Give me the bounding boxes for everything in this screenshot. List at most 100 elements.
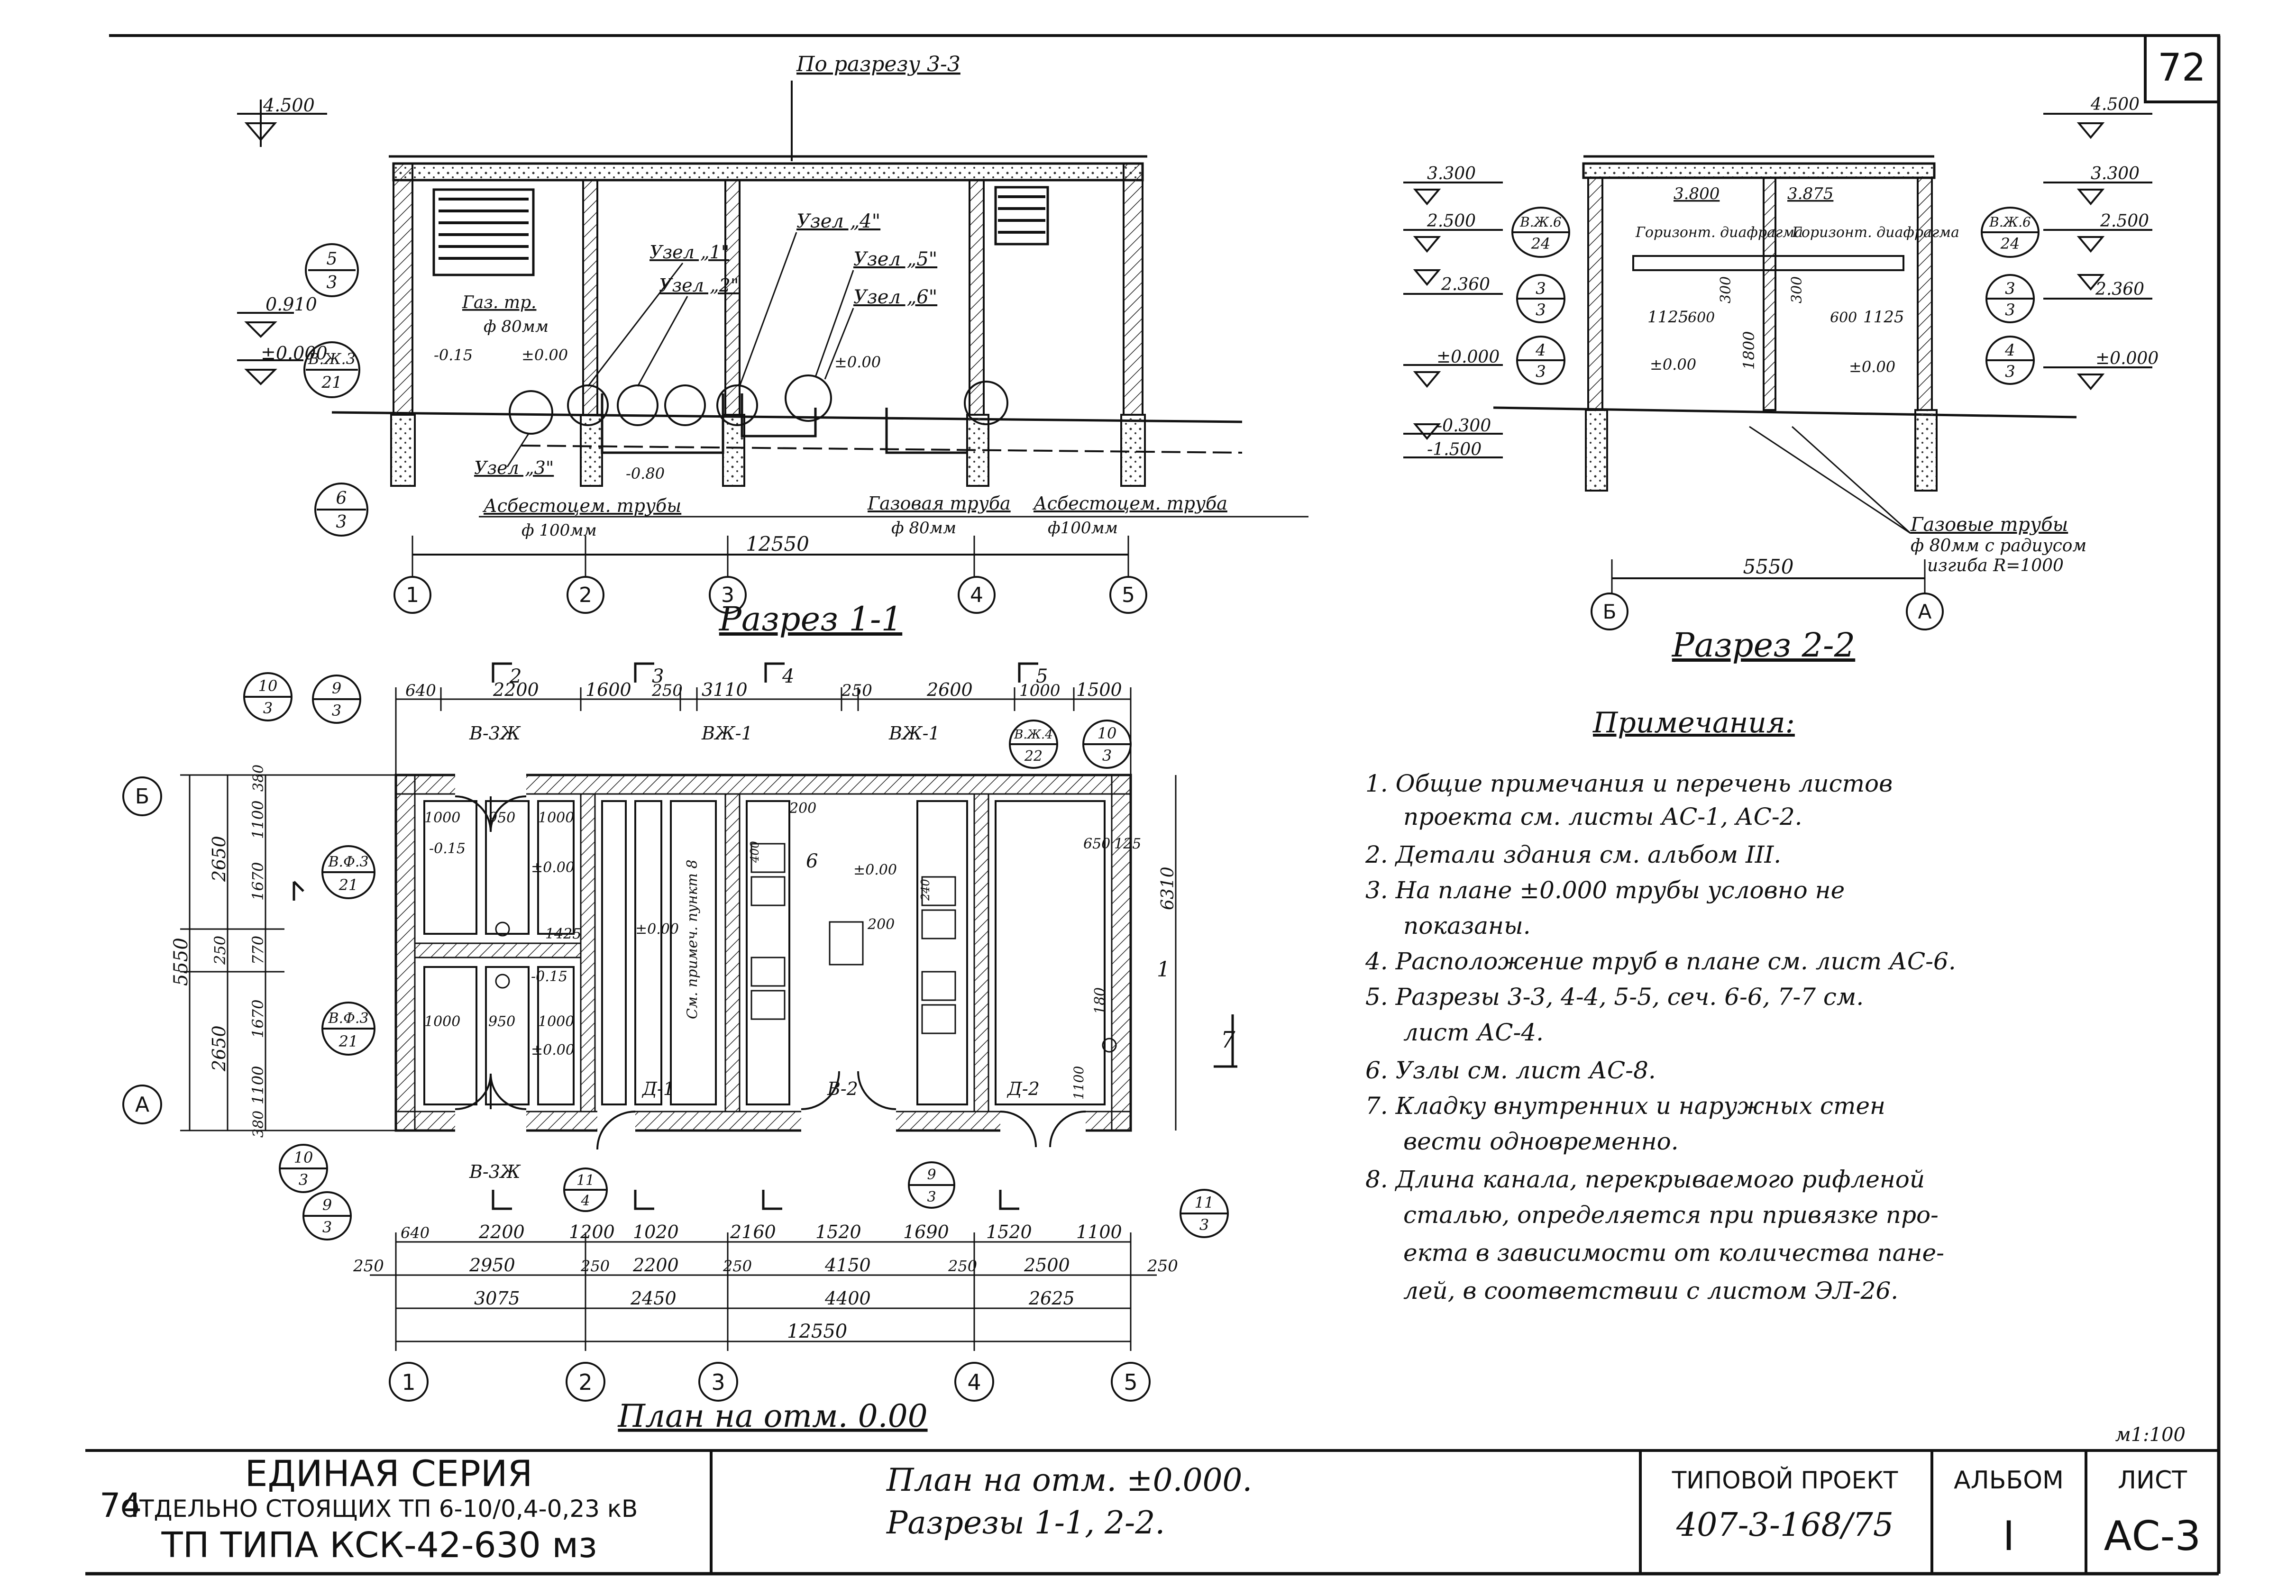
title-drawing-1: План на отм. ±0.000. (886, 1462, 1252, 1498)
mark-s22-6-bottom: 3 (2005, 362, 2015, 381)
plan-bottom-dims-1: 640 2200 1200 1020 2160 1520 1690 1520 1… (401, 1222, 1122, 1242)
mark-s22-2-top: 3 (1536, 279, 1546, 298)
title-sheet-label: ЛИСТ (2118, 1466, 2187, 1495)
local-level-3: -0.80 (626, 465, 665, 483)
axis-label-s11-4: 4 (970, 583, 983, 607)
plan-inner-dim-5: 1000 (424, 1013, 460, 1030)
wall-axis-1 (393, 163, 413, 416)
title-album-label: АЛЬБОМ (1954, 1466, 2064, 1495)
node-circle-6 (964, 381, 1008, 425)
mark-s22-5-top: 3 (2005, 279, 2015, 298)
mark-s22-4-top: В.Ж.6 (1989, 214, 2031, 230)
s22-dim-1: 3.800 (1674, 184, 1720, 203)
callout-node-6: Узел „6" (853, 286, 937, 308)
plan-room-6: Д-2 (1006, 1078, 1040, 1099)
ground-line (331, 411, 1243, 423)
plan-room-7: В-3Ж (469, 1161, 521, 1182)
plan-top-dim-7: 2600 (926, 679, 973, 700)
mark-s22-1-top: В.Ж.6 (1519, 214, 1562, 230)
axes-s11 (393, 576, 1147, 614)
s22-dim-6: 1800 (1740, 331, 1758, 370)
title-project-number: 407-3-168/75 (1676, 1506, 1894, 1544)
pl-2: 1100 (249, 801, 267, 839)
callout-node-5: Узел „5" (853, 248, 937, 270)
mark-s11-3-top: 6 (336, 489, 347, 508)
wall-axis-3 (724, 179, 741, 416)
plan-top-dim-1: 640 (405, 681, 436, 700)
pm-6-top: В.Ф.3 (328, 1010, 368, 1027)
s22-level-r-2: 3.300 (2091, 164, 2140, 183)
pm-10-bot: 3 (927, 1189, 936, 1205)
mark-s22-3-bottom: 3 (1536, 362, 1546, 381)
note-1a: 1. Общие примечания и перечень листов (1365, 770, 1893, 797)
title-series-1: ЕДИНАЯ СЕРИЯ (245, 1452, 533, 1495)
pipe-asb-dia-2: ф100мм (1048, 519, 1118, 538)
s22-pipe-note-2: ф 80мм с радиусом (1911, 536, 2086, 556)
s22-pipe-note-1: Газовые трубы (1910, 514, 2068, 536)
plan-axis-4: 4 (967, 1369, 981, 1395)
pb1-4: 1020 (633, 1222, 679, 1242)
plan-inner-dim-10: 200 (789, 800, 816, 817)
level-0910: 0.910 (265, 294, 317, 315)
plan-section-mark-1: 1 (1157, 958, 1170, 982)
scale-label: м1:100 (2115, 1424, 2186, 1446)
pl2-1: 2650 (209, 836, 229, 882)
pb1-9: 1100 (1076, 1222, 1122, 1242)
callout-node-1: Узел „1" (649, 242, 729, 263)
section-2-2: 3.800 3.875 1125 600 300 1800 300 600 11… (1403, 95, 2159, 665)
pb2-5: 250 (723, 1257, 752, 1275)
pipe-gas-dia: ф 80мм (484, 317, 549, 336)
plan-level-6: ±0.00 (531, 1042, 575, 1058)
plan-top-dim-8: 1000 (1019, 681, 1061, 700)
pb3-4: 2625 (1028, 1288, 1075, 1309)
plan-left-dims: 380 1100 1670 770 250 1670 1100 380 2650… (170, 765, 267, 1138)
s22-local-level-1: ±0.00 (1650, 356, 1696, 374)
mark-s22-3-top: 4 (1535, 341, 1546, 360)
pipe-gas-dia-2: ф 80мм (891, 519, 956, 538)
mark-s11-1-bottom: 3 (327, 273, 338, 292)
floor-plan: 640 2200 1600 250 3110 250 2600 1000 150… (122, 662, 1237, 1434)
s22-level-l-3: 2.360 (1441, 275, 1490, 294)
pm-3-top: В.Ж.4 (1014, 728, 1052, 742)
note-4: 4. Расположение труб в плане см. лист АС… (1365, 948, 1956, 975)
pb1-6: 1520 (815, 1222, 861, 1242)
pm-2-top: 9 (332, 679, 341, 697)
note-6: 6. Узлы см. лист АС-8. (1365, 1057, 1656, 1084)
louvre-left (432, 188, 535, 276)
title-left-number: 74 (100, 1486, 142, 1525)
pb2-3: 250 (580, 1257, 610, 1275)
plan-bottom-dims-2: 250 2950 250 2200 250 4150 250 2500 250 (353, 1255, 1178, 1276)
pipe-asb-label-2: Асбестоцем. труба (1032, 493, 1227, 514)
plan-axis-b: Б (135, 784, 149, 809)
plan-section-mark-6: 6 (806, 850, 818, 872)
level-marks-s11 (237, 100, 327, 385)
pl-total: 5550 (170, 938, 192, 986)
plan-axis-a: А (135, 1093, 149, 1117)
title-album-value: I (2003, 1513, 2014, 1560)
plan-level-2: ±0.00 (531, 859, 575, 876)
mark-s11-1-top: 5 (327, 249, 338, 269)
notes-block: Примечания: 1. Общие примечания и перече… (1365, 706, 1956, 1304)
pm-11-top: 11 (1195, 1194, 1214, 1212)
plan-axis-1: 1 (402, 1369, 415, 1395)
plan-title: План на отм. 0.00 (617, 1398, 927, 1434)
plan-dim-total: 12550 (787, 1321, 847, 1342)
plan-inner-dim-8: 400 (748, 841, 761, 863)
pm-1-bot: 3 (263, 699, 273, 717)
pl-8: 380 (250, 1111, 267, 1138)
s22-label-diaphragm-right: Горизонт. диафрагма (1792, 224, 1959, 241)
pb3-3: 4400 (824, 1288, 871, 1309)
pipe-gas-label: Газ. тр. (462, 293, 536, 312)
plan-room-note: См. примеч. пункт 8 (684, 859, 701, 1019)
axis-label-s22-2: А (1918, 600, 1932, 623)
title-series-2: ОТДЕЛЬНО СТОЯЩИХ ТП 6-10/0,4-0,23 кВ (121, 1495, 638, 1523)
s22-level-l-6: -1.500 (1427, 440, 1482, 459)
note-8a: 8. Длина канала, перекрываемого рифленой (1365, 1166, 1925, 1193)
s22-pipe-note-3: изгиба R=1000 (1927, 556, 2064, 575)
plan-inner-dim-1: 1000 (424, 810, 460, 826)
pb1-5: 2160 (730, 1222, 776, 1242)
mark-s22-2-bottom: 3 (1536, 301, 1546, 319)
pl2-3: 2650 (209, 1025, 229, 1072)
pm-9-bot: 4 (580, 1193, 590, 1209)
